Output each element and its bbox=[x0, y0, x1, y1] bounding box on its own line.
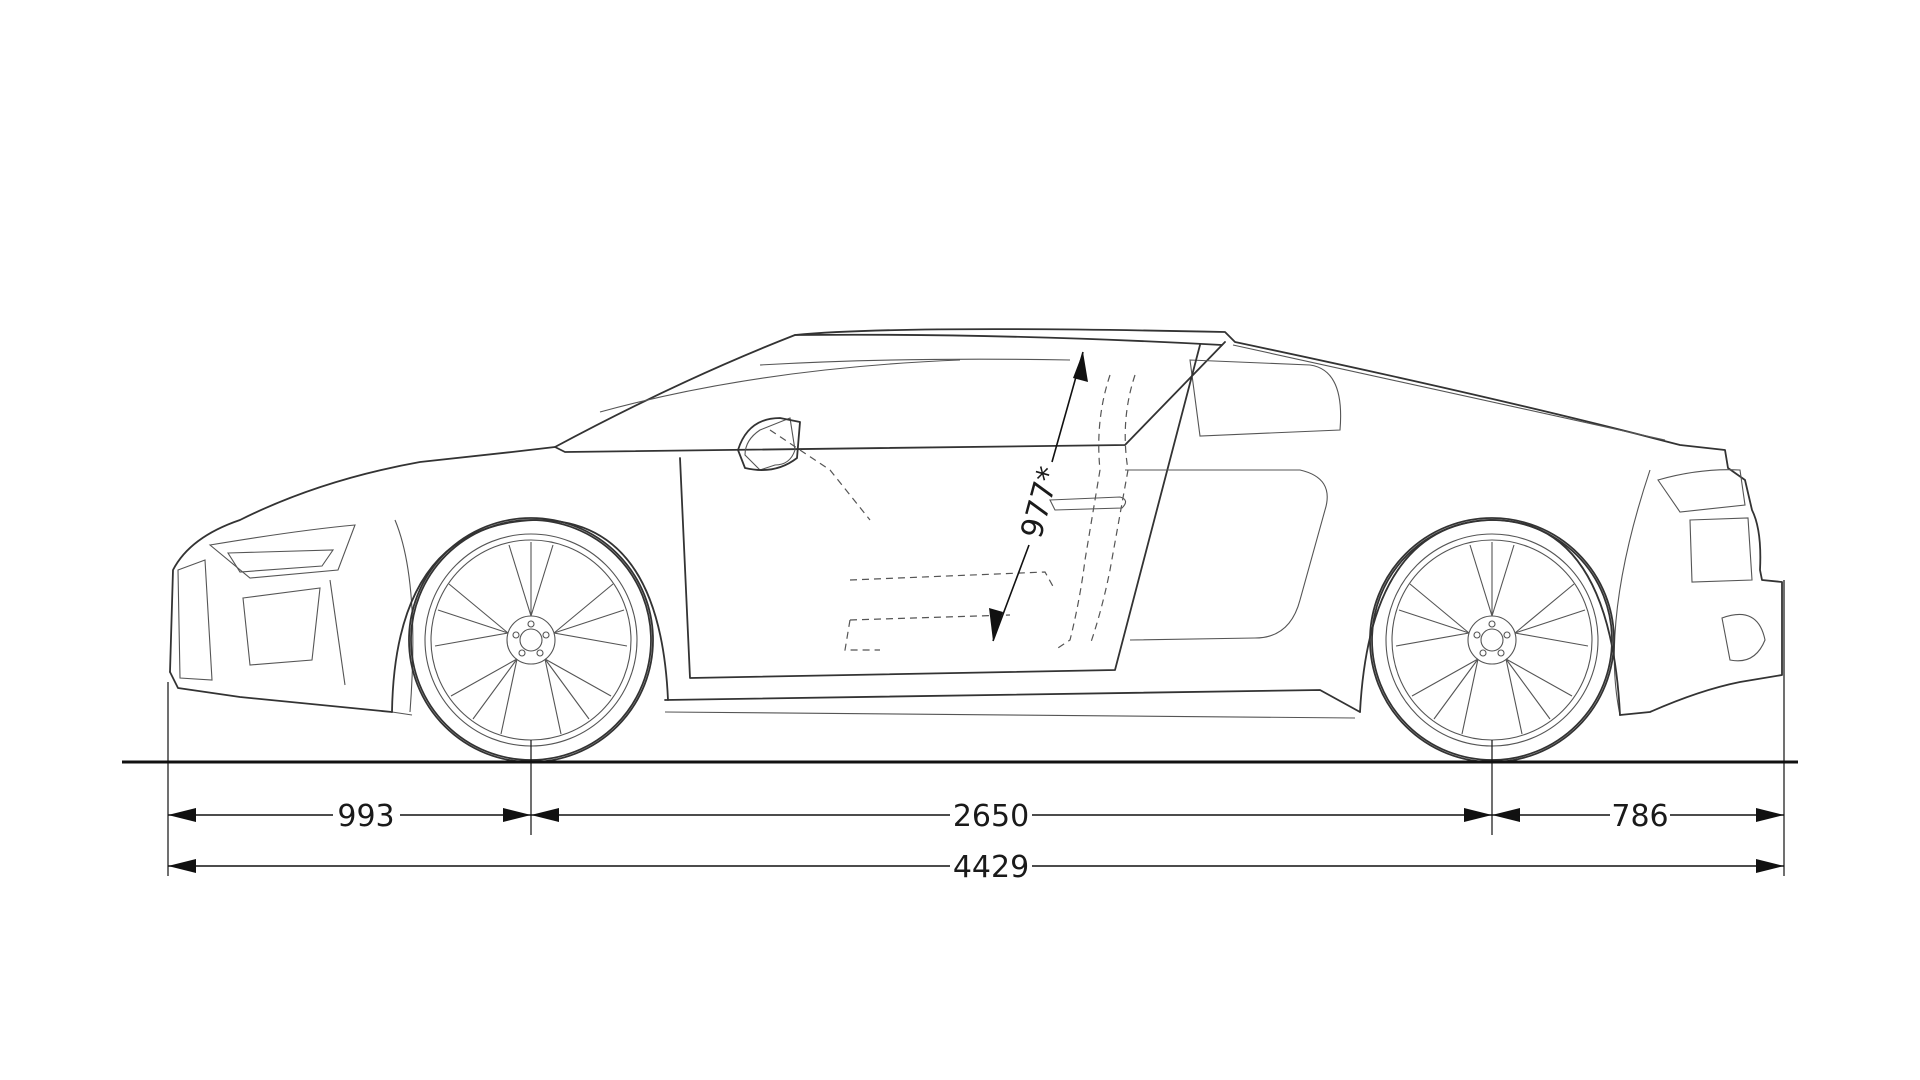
front-wheel bbox=[410, 519, 652, 761]
headroom-label: 977* bbox=[1015, 463, 1068, 542]
front-overhang-label: 993 bbox=[337, 799, 394, 834]
wheelbase-label: 2650 bbox=[953, 799, 1029, 834]
headroom-dimension bbox=[989, 351, 1088, 642]
overall-length-dimension bbox=[168, 859, 1784, 873]
overall-length-label: 4429 bbox=[953, 850, 1029, 885]
rear-overhang-label: 786 bbox=[1611, 799, 1668, 834]
front-overhang-dimension bbox=[168, 808, 531, 822]
wheelbase-dimension bbox=[531, 808, 1492, 822]
rear-overhang-dimension bbox=[1492, 808, 1784, 822]
car-outline bbox=[169, 328, 1783, 719]
